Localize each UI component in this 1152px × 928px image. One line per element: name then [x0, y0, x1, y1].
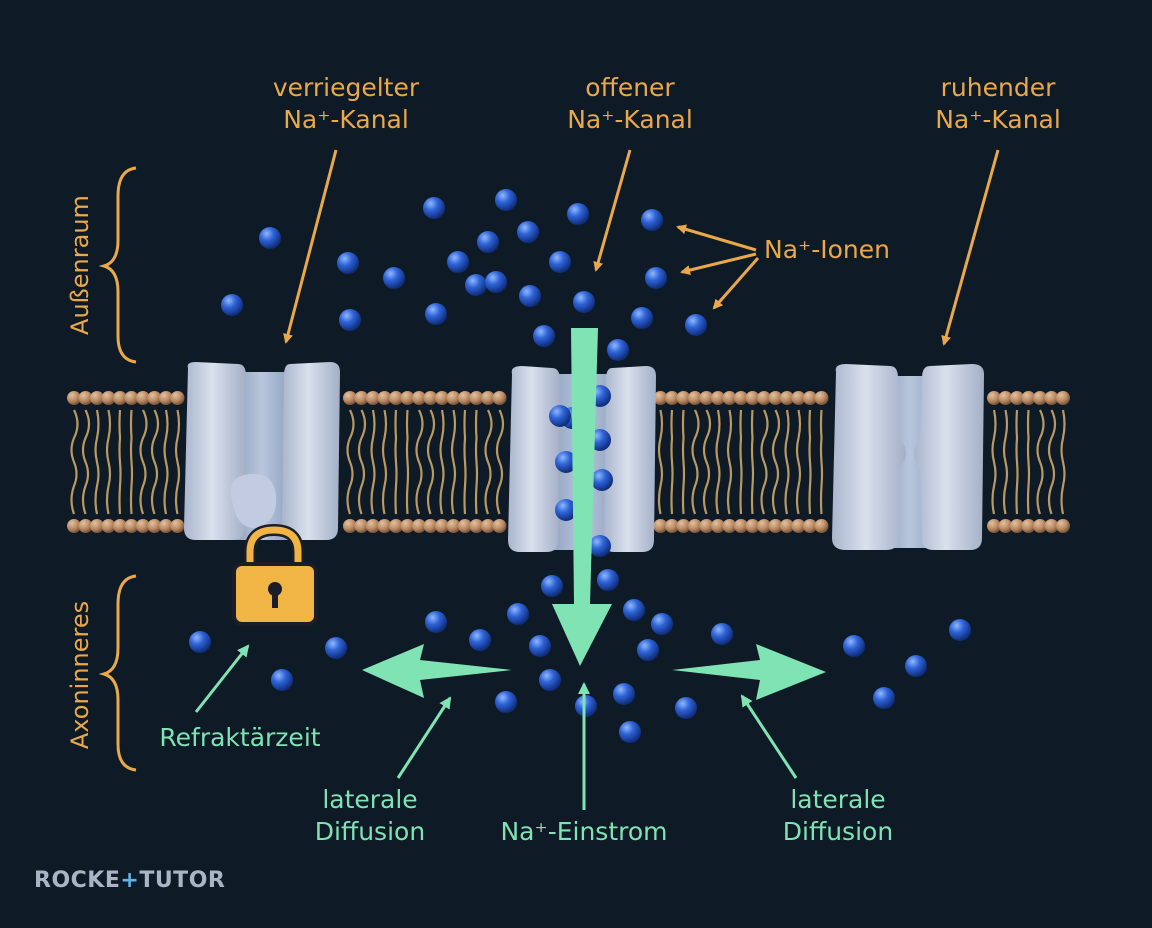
lateral-arrow-right	[672, 644, 826, 700]
pointer-lateral-left	[396, 696, 452, 779]
influx-arrow	[552, 328, 612, 666]
label-refractory: Refraktärzeit	[159, 723, 321, 752]
label-resting-line2: Na⁺-Kanal	[935, 105, 1061, 134]
lock-icon	[232, 523, 318, 626]
pointer-ion-3	[712, 257, 760, 310]
brand-logo: ROCKE+TUTOR	[34, 868, 225, 893]
label-locked-line1: verriegelter	[272, 73, 420, 102]
brace-inside	[98, 574, 137, 772]
label-lateral-right-line1: laterale	[790, 785, 886, 814]
locked-channel	[184, 362, 340, 540]
brace-outside	[98, 166, 137, 364]
resting-channel	[832, 364, 984, 550]
pointer-resting-channel	[941, 149, 1000, 346]
logo-text-left: ROCKE	[34, 868, 121, 893]
label-resting-line1: ruhender	[940, 73, 1056, 102]
logo-plus: +	[120, 868, 140, 893]
label-outside: Außenraum	[66, 195, 94, 335]
pointer-refractory	[194, 644, 250, 713]
pointer-open-channel	[593, 149, 632, 272]
pointer-ion-2	[680, 252, 757, 275]
inactivation-gate	[230, 473, 277, 529]
label-open-line1: offener	[585, 73, 675, 102]
label-lateral-right-line2: Diffusion	[782, 817, 894, 846]
lipid-heads	[67, 391, 1070, 533]
label-lateral-left-line2: Diffusion	[314, 817, 426, 846]
label-resting-channel: ruhender Na⁺-Kanal	[898, 72, 1098, 136]
label-inside: Axoninneres	[66, 600, 94, 750]
label-locked-channel: verriegelter Na⁺-Kanal	[246, 72, 446, 136]
pointer-lateral-right	[740, 694, 798, 779]
lipid-tails	[70, 409, 1066, 515]
lateral-arrow-left	[362, 644, 512, 698]
label-open-line2: Na⁺-Kanal	[567, 105, 693, 134]
label-lateral-left: laterale Diffusion	[270, 784, 470, 848]
label-lateral-right: laterale Diffusion	[738, 784, 938, 848]
logo-text-right: TUTOR	[139, 868, 226, 893]
pointer-ion-1	[676, 224, 757, 252]
label-lateral-left-line1: laterale	[322, 785, 418, 814]
label-ions: Na⁺-Ionen	[764, 235, 890, 264]
label-open-channel: offener Na⁺-Kanal	[530, 72, 730, 136]
pointer-locked-channel	[283, 149, 338, 344]
label-influx: Na⁺-Einstrom	[500, 817, 668, 846]
label-locked-line2: Na⁺-Kanal	[283, 105, 409, 134]
